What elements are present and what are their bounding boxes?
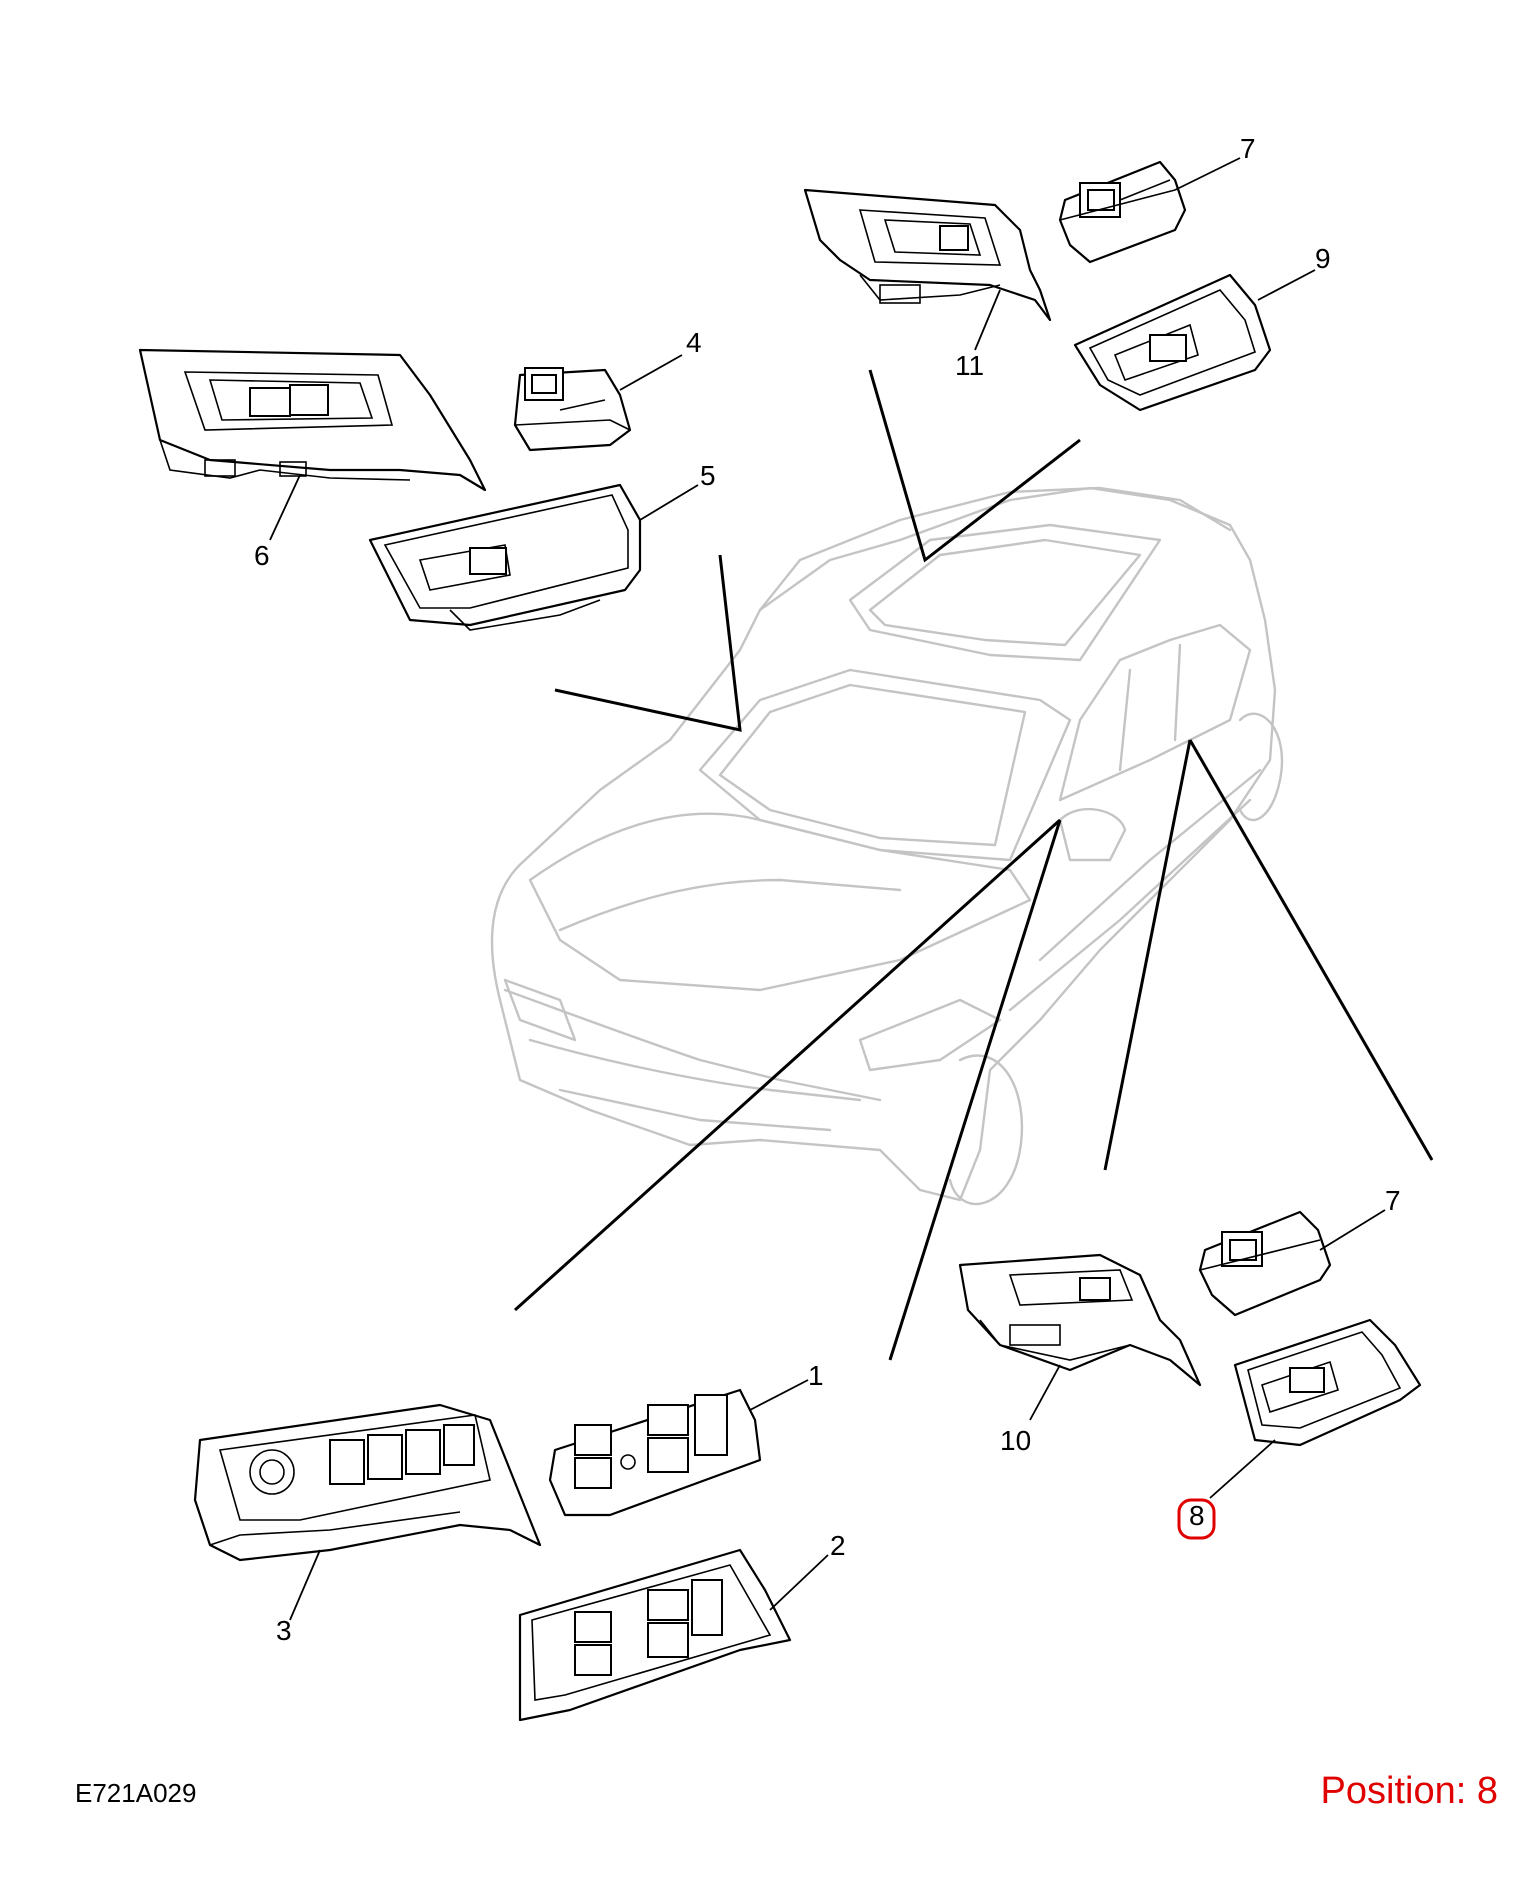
part-6-door-trim-switch bbox=[138, 348, 487, 492]
figure-code: E721A029 bbox=[75, 1778, 197, 1808]
callout-11: 11 bbox=[955, 350, 984, 381]
part-2-driver-bezel bbox=[518, 1548, 792, 1722]
callout-9: 9 bbox=[1315, 243, 1331, 274]
callout-6: 6 bbox=[254, 540, 270, 571]
part-10-rear-door-trim bbox=[958, 1253, 1202, 1387]
callout-3: 3 bbox=[276, 1615, 292, 1646]
callout-7-top: 7 bbox=[1240, 133, 1256, 164]
callout-8: 8 bbox=[1189, 1500, 1205, 1531]
leader-lines bbox=[269, 157, 1386, 1621]
callout-labels: 1 2 3 4 5 6 7 7 8 9 10 11 bbox=[254, 133, 1401, 1646]
part-8-rear-bezel bbox=[1233, 1318, 1422, 1447]
highlight-ring bbox=[1177, 1498, 1216, 1540]
callout-10: 10 bbox=[1000, 1425, 1031, 1456]
pointer-lines bbox=[513, 369, 1434, 1361]
part-9-rear-bezel bbox=[1073, 273, 1272, 412]
callout-4: 4 bbox=[686, 327, 702, 358]
callout-5: 5 bbox=[700, 460, 716, 491]
part-5-bezel-switch bbox=[368, 483, 642, 631]
callout-2: 2 bbox=[830, 1530, 846, 1561]
vehicle-outline bbox=[490, 486, 1284, 1206]
part-11-rear-door-trim bbox=[803, 188, 1052, 322]
callout-7-bottom: 7 bbox=[1385, 1185, 1401, 1216]
position-label: Position: 8 bbox=[1320, 1770, 1498, 1812]
part-3-driver-door-trim bbox=[193, 1403, 542, 1562]
part-7-switch-top bbox=[1058, 160, 1187, 264]
callout-1: 1 bbox=[808, 1360, 824, 1391]
part-1-master-switch bbox=[548, 1388, 762, 1517]
part-4-switch-module bbox=[513, 367, 632, 452]
part-7-switch-bottom bbox=[1198, 1210, 1332, 1317]
